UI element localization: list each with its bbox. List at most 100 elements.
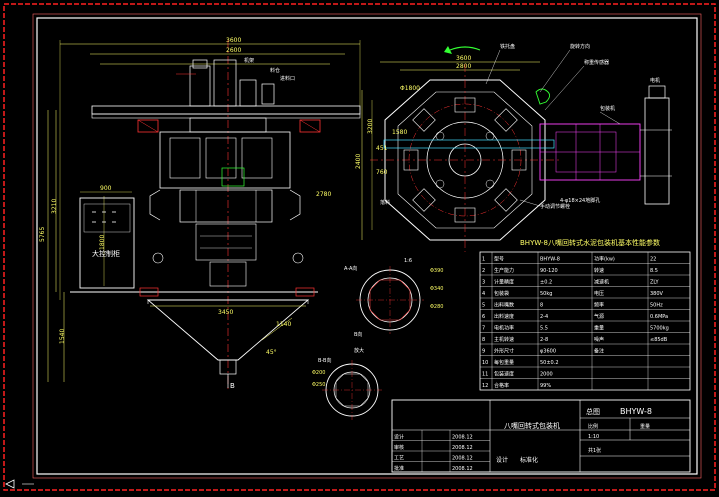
param-cell: 12 [482,383,488,389]
tb-scale-header: 比例 [588,423,598,430]
param-cell: 计量精度 [494,279,514,286]
dim-total-height: 5765 [39,227,46,242]
param-cell: 电压 [594,290,604,297]
param-cell: 0.6MPa [650,314,668,320]
tb-stamp: 标准化 [520,456,538,464]
param-cell: 减速机 [594,279,609,286]
param-cell: 6 [482,314,485,320]
label-top-1: 机架 [244,57,254,64]
dim-elev: 2780 [316,191,331,198]
param-cell: 2000 [540,372,553,378]
outer-frame [3,3,716,491]
param-cell: 8 [482,337,485,343]
param-cell: φ3600 [540,349,556,355]
section-b-scale: 放大 [354,347,364,354]
plan-dim-offset: 1580 [392,129,407,136]
param-cell: 气源 [594,313,604,320]
param-cell: 50kg [540,291,552,297]
section-b-dia: Φ200 [312,370,325,376]
dim-lower-height: 1540 [59,329,66,344]
section-a-scale: 1:6 [404,258,412,264]
param-cell: ≤85dB [650,337,668,343]
rev-cell: 工艺 [394,456,404,462]
param-cell: 包装袋 [494,290,509,297]
plan-dim-height: 2400 [355,154,362,169]
param-cell: 4 [482,291,485,297]
param-cell: 电机功率 [494,325,514,332]
detail-a: A-A向 1:6 Φ390 Φ340 Φ280 [344,258,443,334]
section-a-dia-inner: Φ340 [430,286,443,292]
rev-cell: 审核 [394,444,404,451]
plan-dim-inner: 2800 [456,63,471,70]
param-cell: 5.5 [540,326,548,332]
section-b-dia2: Φ250 [312,382,325,388]
tb-sheet-count: 共1张 [588,447,601,454]
dim-panel-width: 900 [100,185,112,192]
dim-cone-side: 1140 [276,321,291,328]
param-cell: 出料嘴数 [494,302,514,309]
plan-dim-small-2: 760 [376,169,388,176]
section-a-dia-bolt: Φ280 [430,304,443,310]
param-cell: ZLY [650,280,660,286]
param-table-title: BHYW-8八嘴回转式水泥包装机基本性能参数 [520,238,660,247]
param-cell: 1 [482,257,485,263]
section-b-title: B向 [354,331,362,338]
param-cell: 噪声 [594,336,604,343]
section-a-dia-outer: Φ390 [430,268,443,274]
plan-callout-1: 铁托盘 [500,43,515,50]
plan-callout-5: 落料 [380,199,390,206]
control-cabinet: 大控制柜 [79,197,135,289]
plan-dim-slot: Φ1800 [400,85,420,92]
param-cell: 99% [540,383,551,389]
param-cell: 90-120 [540,268,558,274]
ucs-icon [5,479,34,489]
plan-callout-4: 包装机 [600,105,615,112]
param-cell: 7 [482,326,485,332]
dim-mid-width: 2600 [226,47,241,54]
param-cell: 22 [650,257,656,263]
param-cell: 合格率 [494,382,509,389]
param-cell: 11 [482,372,488,378]
rev-cell: 2008.12 [452,466,473,472]
param-cell: ±0.2 [540,280,552,286]
dim-cone-angle: 45° [266,349,277,356]
dim-bottom-width: 3450 [218,309,233,316]
param-cell: 3 [482,280,485,286]
tb-weight-header: 重量 [640,423,650,430]
rev-cell: 2008.12 [452,456,473,462]
section-a-label: A-A向 [344,265,357,272]
tb-drawing-no: BHYW-8 [620,407,652,416]
tb-sheet-label: 总图 [586,407,600,416]
param-cell: 8 [540,303,543,309]
param-cell: 每包重量 [494,359,514,366]
rev-cell: 批准 [394,465,404,472]
plan-dim-side: 3200 [367,119,374,134]
param-cell: 备注 [594,348,604,355]
param-cell: 出料速度 [494,313,514,320]
inner-frame [36,17,698,475]
mid-frame [32,13,702,479]
dim-top-width: 3600 [226,37,241,44]
param-cell: 5 [482,303,485,309]
param-cell: 2 [482,268,485,274]
param-cell: 包装速度 [494,371,514,378]
front-view: 3600 2600 机架 料仓 进料口 [39,37,361,390]
param-cell: 50±0.2 [540,360,559,366]
param-cell: 2-4 [540,314,548,320]
rev-cell: 2008.12 [452,445,473,451]
param-cell: 生产能力 [494,267,514,274]
param-cell: 转速 [594,267,604,274]
plan-view: 3600 2800 2400 3200 [355,43,672,252]
dim-upper-height: 3210 [51,199,58,214]
plan-hole-note: 4-φ18×24地脚孔 [560,197,600,204]
outlet-label: B [230,382,235,390]
param-cell: 2-8 [540,337,548,343]
param-cell: 10 [482,360,488,366]
plan-motor-label: 电机 [650,77,660,84]
param-cell: 频率 [594,302,604,309]
tb-scale-value: 1:10 [588,434,599,440]
param-cell: 功率(kw) [594,256,615,263]
plan-dim-small-1: 451 [376,145,388,152]
param-cell: BHYW-8 [540,257,560,263]
